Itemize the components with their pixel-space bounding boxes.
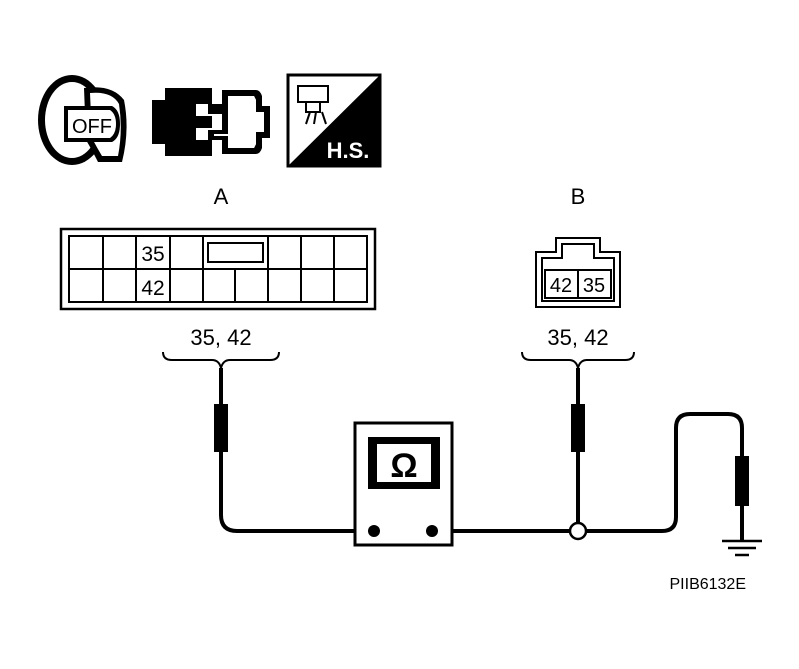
disconnect-connector-icon	[152, 88, 270, 156]
probe-sleeves	[214, 404, 749, 506]
connector-b-letter: B	[571, 184, 586, 209]
wiring	[219, 368, 744, 540]
connector-a-pin-35: 35	[141, 243, 164, 266]
ohmmeter-terminal-right	[426, 525, 438, 537]
connector-b-pin-35: 35	[583, 275, 605, 297]
connector-a-letter: A	[214, 184, 229, 209]
ignition-off-label: OFF	[72, 116, 112, 138]
connector-b-terminals: 35, 42	[547, 325, 608, 350]
connector-a: A 35 42 35, 42	[59, 184, 377, 369]
ohm-icon: Ω	[390, 447, 417, 485]
probe-sleeve-a	[214, 404, 228, 452]
ohmmeter: Ω	[353, 421, 454, 547]
wire-a	[219, 368, 374, 533]
connector-b-pin-42: 42	[550, 275, 572, 297]
harness-side-icon: H.S.	[286, 73, 382, 168]
connector-b: B 42 35 35, 42	[521, 184, 635, 369]
connector-a-terminals: 35, 42	[190, 325, 251, 350]
ignition-key-icon: OFF	[38, 75, 127, 165]
ground-icon	[722, 539, 762, 557]
junction-node	[568, 521, 588, 541]
probe-sleeve-ground	[735, 456, 749, 506]
figure-code: PIIB6132E	[670, 576, 747, 593]
connector-a-pin-42: 42	[141, 277, 164, 300]
probe-sleeve-b	[571, 404, 585, 452]
ohmmeter-terminal-left	[368, 525, 380, 537]
harness-side-label: H.S.	[327, 138, 370, 163]
wire-ground	[586, 412, 744, 540]
